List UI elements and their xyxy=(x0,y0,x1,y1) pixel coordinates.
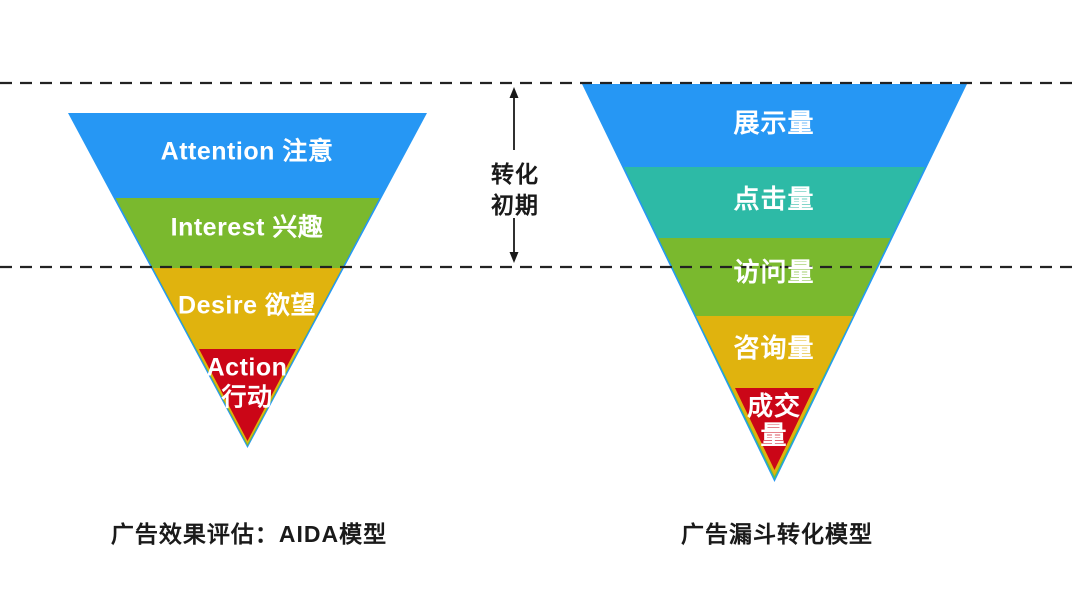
conversion-funnel-caption: 广告漏斗转化模型 xyxy=(681,521,873,547)
conversion-level-inquiries-label: 咨询量 xyxy=(733,333,815,363)
aida-level-action-label-line1: Action xyxy=(206,353,288,382)
aida-level-interest-label: Interest 兴趣 xyxy=(170,213,324,242)
aida-level-attention-label: Attention 注意 xyxy=(160,137,334,166)
aida-level-desire-label: Desire 欲望 xyxy=(178,291,316,320)
arrow-down-head-icon xyxy=(509,252,519,263)
stage-marker-label-line1: 转化 xyxy=(491,161,539,187)
conversion-level-deals-shape xyxy=(735,388,814,470)
aida-level-action-label-line2: 行动 xyxy=(221,383,273,412)
stage-marker-label-line2: 初期 xyxy=(491,192,539,218)
arrow-up-head-icon xyxy=(509,87,519,98)
aida-level-action-shape xyxy=(199,349,296,441)
conversion-level-deals-label-line2: 量 xyxy=(760,420,788,450)
conversion-level-impressions-label: 展示量 xyxy=(733,108,815,138)
aida-funnel-shape xyxy=(68,113,427,448)
conversion-level-deals-label-line1: 成交 xyxy=(746,391,802,421)
conversion-level-clicks-label: 点击量 xyxy=(733,184,815,214)
conversion-funnel-shape xyxy=(582,84,967,482)
stage-range-arrow xyxy=(509,87,519,263)
conversion-level-visits-label: 访问量 xyxy=(733,257,815,287)
aida-funnel-caption: 广告效果评估：AIDA模型 xyxy=(110,521,388,547)
